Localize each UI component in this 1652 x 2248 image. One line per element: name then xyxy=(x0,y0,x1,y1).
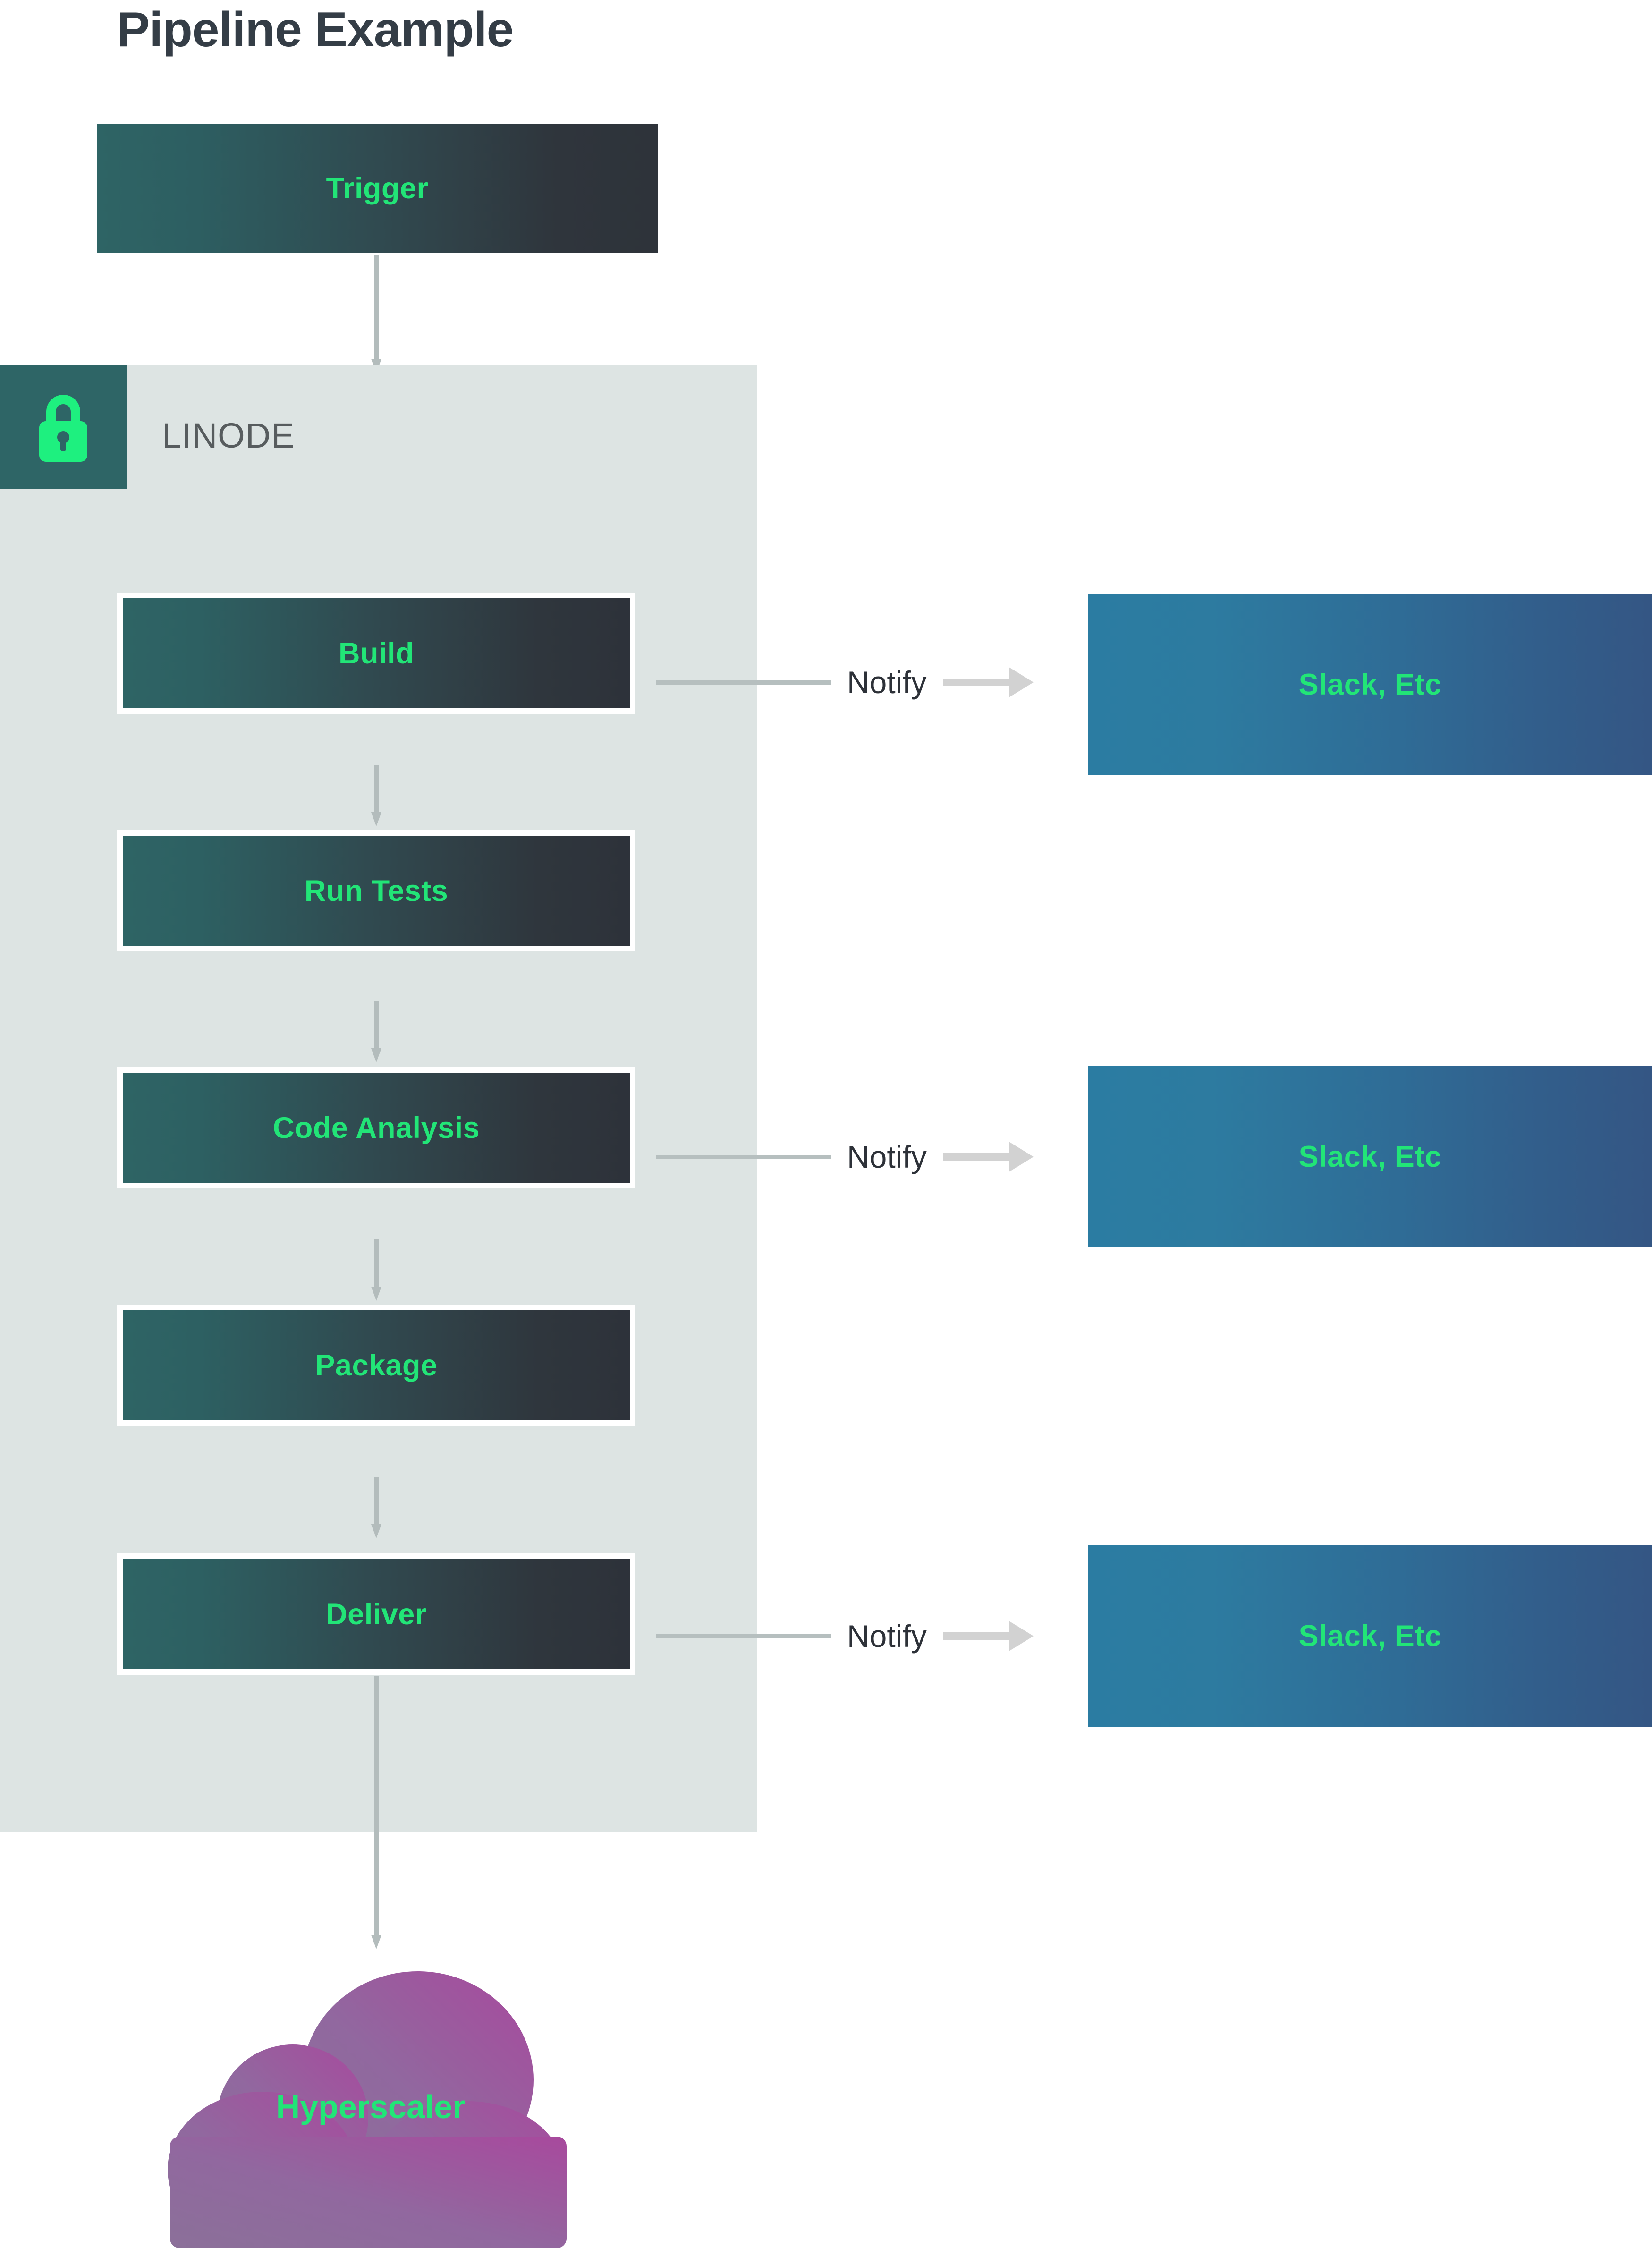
node-run-tests[interactable]: Run Tests xyxy=(117,830,635,951)
notify-line xyxy=(656,680,831,685)
node-run-tests-label: Run Tests xyxy=(304,874,449,908)
node-hyperscaler-label: Hyperscaler xyxy=(276,2088,466,2125)
connector-arrowhead xyxy=(371,1524,381,1538)
notify-arrow-shaft xyxy=(942,1632,1009,1640)
node-package-label: Package xyxy=(315,1349,438,1382)
node-slack-3-label: Slack, Etc xyxy=(1298,1619,1442,1653)
page-title: Pipeline Example xyxy=(117,2,514,57)
node-trigger[interactable]: Trigger xyxy=(97,124,658,253)
node-slack-3[interactable]: Slack, Etc xyxy=(1088,1545,1652,1727)
connector-shaft xyxy=(374,1676,379,1935)
connector-shaft xyxy=(374,765,379,812)
node-slack-2[interactable]: Slack, Etc xyxy=(1088,1066,1652,1247)
notify-arrow-shaft xyxy=(942,1153,1009,1161)
lock-icon xyxy=(0,365,127,489)
notify-arrow-head xyxy=(1008,667,1034,697)
node-package-surface: Package xyxy=(123,1310,630,1420)
notify-arrow-head xyxy=(1008,1621,1034,1651)
notify-arrow-shaft xyxy=(942,679,1009,686)
notify-arrow-head xyxy=(1008,1142,1034,1172)
connector-arrowhead xyxy=(371,1935,381,1949)
node-deliver-label: Deliver xyxy=(326,1597,427,1631)
zone-linode-label: LINODE xyxy=(162,416,295,455)
connector-arrowhead xyxy=(371,1048,381,1062)
connector-shaft xyxy=(374,1477,379,1524)
node-slack-2-label: Slack, Etc xyxy=(1298,1140,1442,1173)
node-run-tests-surface: Run Tests xyxy=(123,836,630,946)
notify-label: Notify xyxy=(847,1619,927,1654)
node-slack-1[interactable]: Slack, Etc xyxy=(1088,594,1652,775)
notify-line xyxy=(656,1154,831,1159)
connector-deliver-to-hyperscaler xyxy=(371,1676,381,1960)
notify-label: Notify xyxy=(847,665,927,700)
notify-arrow-icon xyxy=(942,1621,1034,1651)
connector-code-analysis-to-package xyxy=(371,1239,381,1301)
connector-build-to-run-tests xyxy=(371,765,381,826)
node-hyperscaler[interactable]: Hyperscaler xyxy=(142,1948,595,2248)
notify-line xyxy=(656,1634,831,1638)
notify-connector-build: Notify xyxy=(656,661,1034,704)
node-hyperscaler-label-wrap: Hyperscaler xyxy=(142,1948,595,2248)
node-deliver-surface: Deliver xyxy=(123,1559,630,1669)
node-package[interactable]: Package xyxy=(117,1305,635,1426)
node-code-analysis-surface: Code Analysis xyxy=(123,1073,630,1183)
node-deliver[interactable]: Deliver xyxy=(117,1553,635,1675)
connector-trigger-to-build xyxy=(371,255,381,373)
node-trigger-label: Trigger xyxy=(326,172,429,205)
connector-arrowhead xyxy=(371,812,381,826)
connector-shaft xyxy=(374,1239,379,1287)
notify-connector-deliver: Notify xyxy=(656,1615,1034,1657)
notify-arrow-icon xyxy=(942,1142,1034,1172)
node-build[interactable]: Build xyxy=(117,593,635,714)
connector-arrowhead xyxy=(371,1287,381,1301)
connector-shaft xyxy=(374,1001,379,1048)
node-code-analysis[interactable]: Code Analysis xyxy=(117,1067,635,1188)
notify-arrow-icon xyxy=(942,667,1034,697)
node-slack-1-label: Slack, Etc xyxy=(1298,668,1442,701)
node-code-analysis-label: Code Analysis xyxy=(272,1111,480,1145)
connector-shaft xyxy=(374,255,379,359)
connector-run-tests-to-code-analysis xyxy=(371,1001,381,1062)
notify-label: Notify xyxy=(847,1139,927,1174)
node-build-surface: Build xyxy=(123,598,630,708)
notify-connector-code-analysis: Notify xyxy=(656,1136,1034,1178)
connector-package-to-deliver xyxy=(371,1477,381,1538)
node-build-label: Build xyxy=(339,636,414,670)
